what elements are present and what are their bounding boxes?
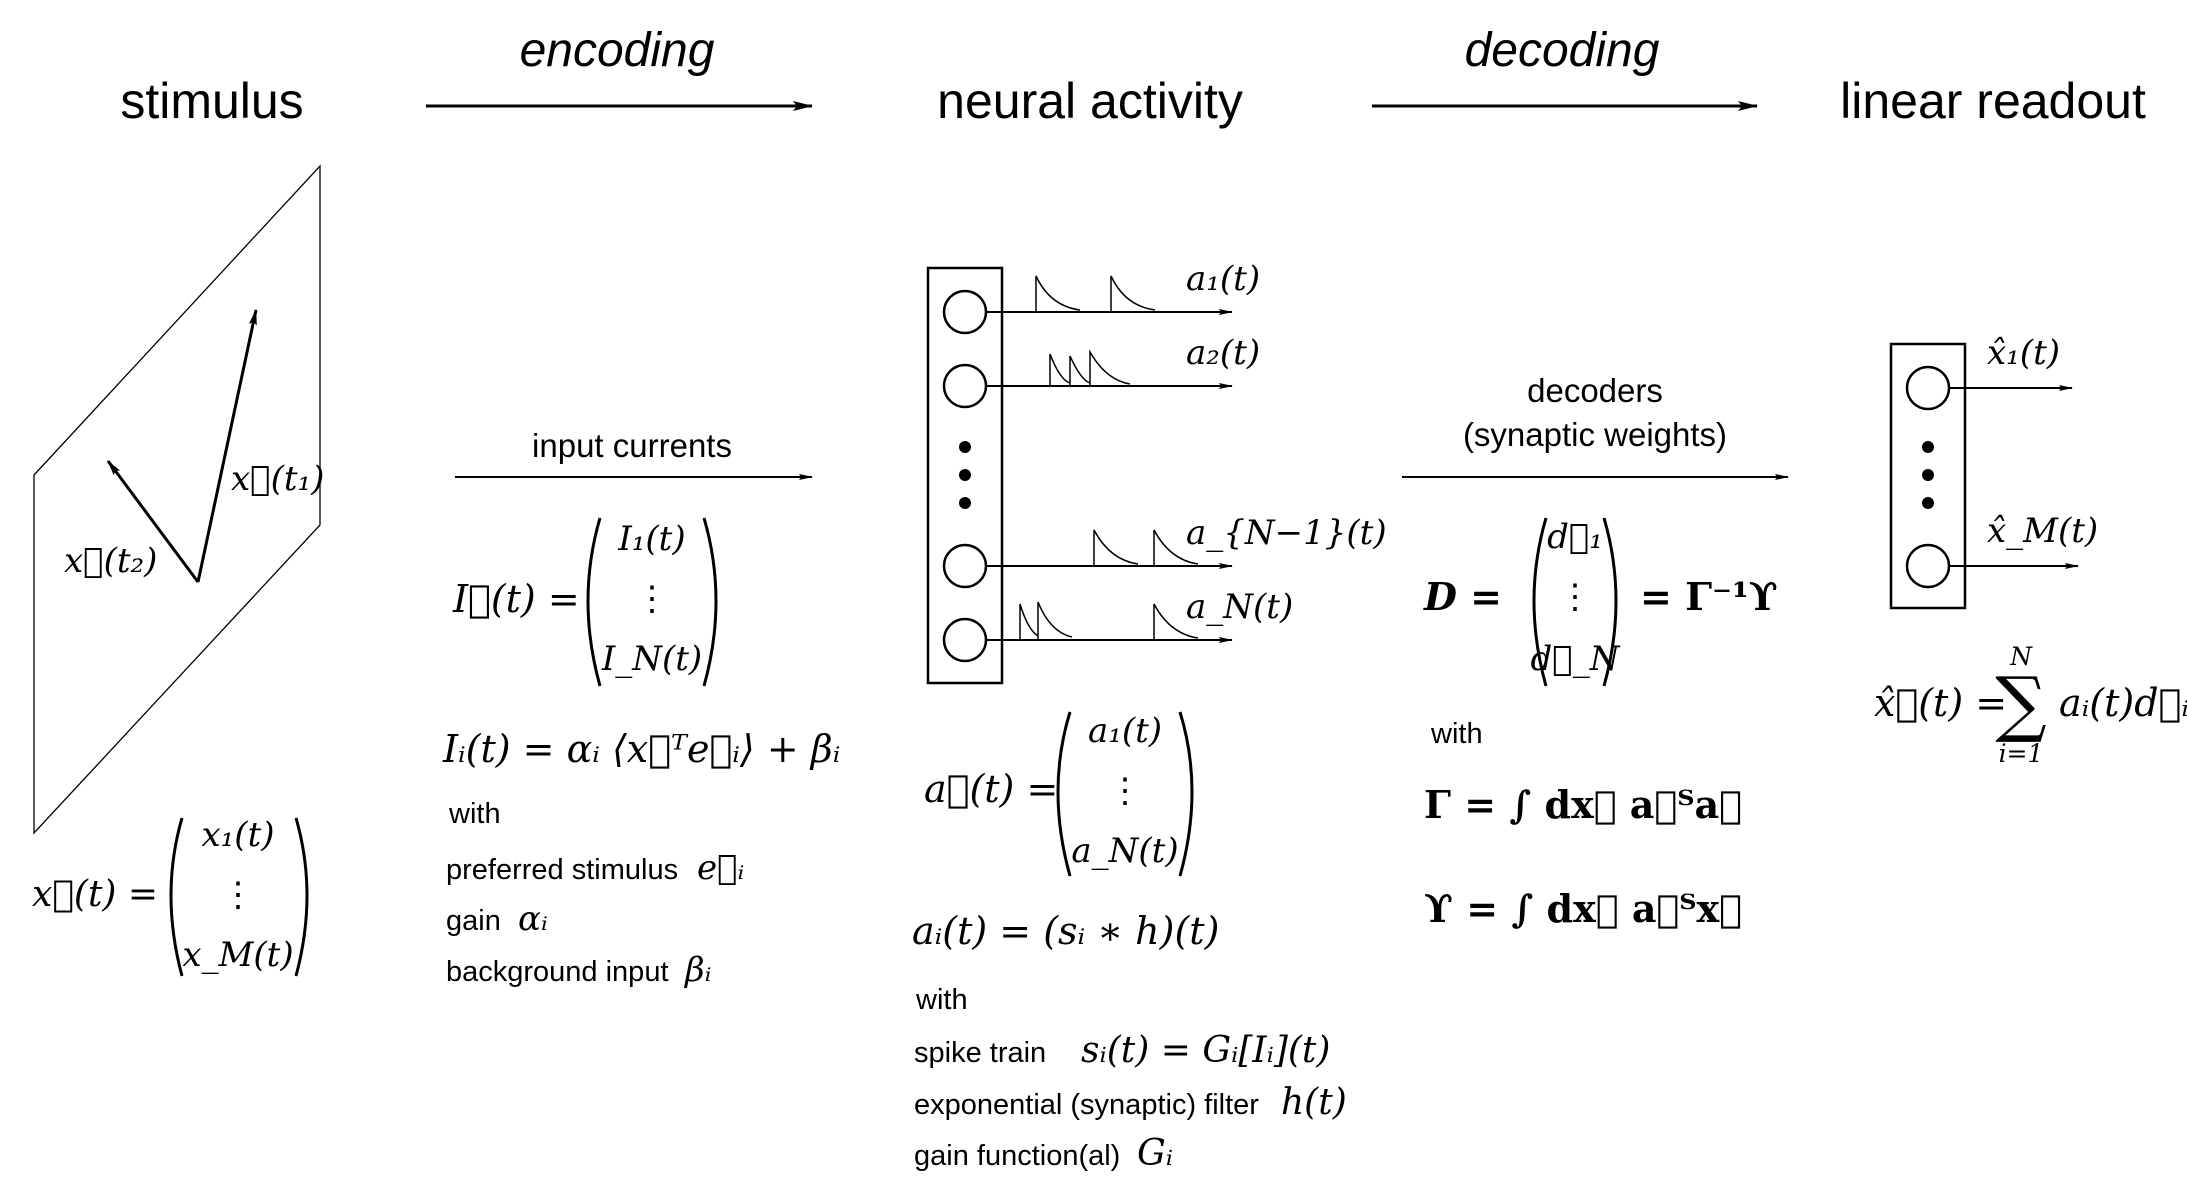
activity-vector-top: a₁(t) — [1088, 711, 1162, 751]
gain-label: gain — [446, 905, 501, 937]
readout-ellipsis-dot — [1922, 497, 1934, 509]
spike-response — [1049, 353, 1071, 386]
input-vector-top: I₁(t) — [617, 519, 685, 559]
neural-with-label: with — [915, 984, 968, 1016]
gamma-equation: Γ = ∫ dx⃗ a⃗ᵀa⃗ — [1424, 782, 1742, 827]
preferred-stimulus-symbol: e⃗ᵢ — [697, 848, 744, 888]
input-vector-lhs: I⃗(t) = — [452, 577, 580, 621]
decoders-label-line2: (synaptic weights) — [1463, 416, 1727, 453]
stage-title-linear-readout: linear readout — [1840, 73, 2146, 129]
spike-response — [1153, 603, 1199, 640]
decoding-label: decoding — [1465, 24, 1660, 77]
readout-equation-lhs: x̂⃗(t) = — [1874, 681, 2007, 725]
activity-vector-lhs: a⃗(t) = — [924, 767, 1058, 811]
gain-function-symbol: Gᵢ — [1137, 1133, 1173, 1174]
activity-label-2: a₂(t) — [1186, 333, 1260, 373]
stimulus-vector-left-paren — [169, 817, 184, 977]
vector-x-t2-arrow — [106, 460, 200, 583]
readout-ellipsis-dot — [1922, 469, 1934, 481]
stimulus-vector-top: x₁(t) — [202, 815, 275, 855]
neuron-ellipsis-dot — [959, 497, 971, 509]
vector-x-t2-label: x⃗(t₂) — [64, 541, 157, 581]
readout-unit-m — [1905, 543, 1951, 589]
spike-response — [1110, 275, 1156, 312]
decoder-matrix-dots: ⋮ — [1558, 577, 1592, 617]
vector-x-t1-arrow — [196, 309, 258, 583]
stimulus-vector-dots: ⋮ — [221, 875, 255, 915]
neuron-n — [942, 617, 988, 663]
activity-label-n: a_N(t) — [1186, 587, 1293, 627]
activity-vector-left-paren — [1056, 711, 1072, 877]
spike-response — [1037, 601, 1073, 640]
decoder-matrix-bottom: d⃗_N — [1531, 639, 1621, 679]
activity-label-n-minus-1: a_{N−1}(t) — [1186, 513, 1387, 553]
stage-title-stimulus: stimulus — [120, 73, 303, 129]
preferred-stimulus-label: preferred stimulus — [446, 854, 678, 886]
input-current-equation: Iᵢ(t) = αᵢ ⟨x⃗ᵀe⃗ᵢ⟩ + βᵢ — [442, 727, 840, 771]
encoding-with-label: with — [448, 798, 501, 830]
input-vector-left-paren — [586, 517, 602, 687]
stage-title-neural-activity: neural activity — [937, 73, 1243, 129]
decoder-matrix-rhs: = Γ⁻¹ϒ — [1640, 574, 1778, 619]
readout-ellipsis-dot — [1922, 441, 1934, 453]
input-vector-right-paren — [702, 517, 718, 687]
readout-sum-body: aᵢ(t)d⃗ᵢ — [2059, 681, 2187, 725]
readout-label-1: x̂₁(t) — [1987, 333, 2060, 373]
decoders-label-line1: decoders — [1527, 372, 1663, 409]
activity-label-1: a₁(t) — [1186, 259, 1260, 299]
activity-vector-dots: ⋮ — [1108, 771, 1142, 811]
gain-function-label: gain function(al) — [914, 1140, 1120, 1172]
spike-response — [1019, 603, 1039, 640]
stimulus-vector-lhs: x⃗(t) = — [32, 874, 158, 915]
activity-vector-right-paren — [1178, 711, 1194, 877]
neuron-population-box — [926, 266, 1004, 685]
gain-symbol: αᵢ — [518, 899, 548, 939]
readout-label-m: x̂_M(t) — [1987, 511, 2098, 551]
background-input-symbol: βᵢ — [683, 950, 712, 990]
activity-vector-bottom: a_N(t) — [1071, 831, 1178, 871]
neuron-ellipsis-dot — [959, 441, 971, 453]
readout-unit-1 — [1905, 365, 1951, 411]
spike-train-label: spike train — [914, 1037, 1046, 1069]
readout-sum-lower: i=1 — [1999, 739, 2044, 768]
stimulus-vector-right-paren — [294, 817, 309, 977]
activity-equation: aᵢ(t) = (sᵢ ∗ h)(t) — [912, 909, 1219, 953]
synaptic-filter-label: exponential (synaptic) filter — [914, 1089, 1259, 1121]
stimulus-vector-bottom: x_M(t) — [182, 935, 293, 975]
spike-response — [1093, 529, 1139, 566]
synaptic-filter-symbol: h(t) — [1281, 1082, 1347, 1123]
decoder-matrix-top: d⃗₁ — [1547, 517, 1603, 557]
vector-x-t1-label: x⃗(t₁) — [231, 459, 324, 499]
spike-response — [1035, 275, 1081, 312]
neuron-ellipsis-dot — [959, 469, 971, 481]
encoding-label: encoding — [520, 24, 715, 77]
readout-sum-symbol: ∑ — [1995, 661, 2046, 745]
input-vector-bottom: I_N(t) — [601, 639, 702, 679]
spike-response — [1153, 529, 1199, 566]
input-currents-label: input currents — [532, 427, 732, 464]
decoder-matrix-left-paren — [1532, 517, 1548, 687]
readout-sum-upper: N — [2009, 642, 2033, 671]
spike-train-equation: sᵢ(t) = Gᵢ[Iᵢ](t) — [1081, 1030, 1330, 1071]
readout-population-box — [1889, 342, 1967, 610]
background-input-label: background input — [446, 956, 669, 988]
stimulus-space-plane — [33, 164, 321, 835]
decoder-matrix-lhs: D = — [1423, 574, 1502, 619]
neuron-n-minus-1 — [942, 543, 988, 589]
spike-response — [1089, 349, 1131, 386]
decoding-with-label: with — [1430, 718, 1483, 750]
neuron-1 — [942, 289, 988, 335]
input-vector-dots: ⋮ — [635, 579, 669, 619]
upsilon-equation: ϒ = ∫ dx⃗ a⃗ᵀx⃗ — [1424, 886, 1742, 931]
spike-response — [1069, 355, 1091, 386]
decoder-matrix-right-paren — [1602, 517, 1618, 687]
neuron-2 — [942, 363, 988, 409]
